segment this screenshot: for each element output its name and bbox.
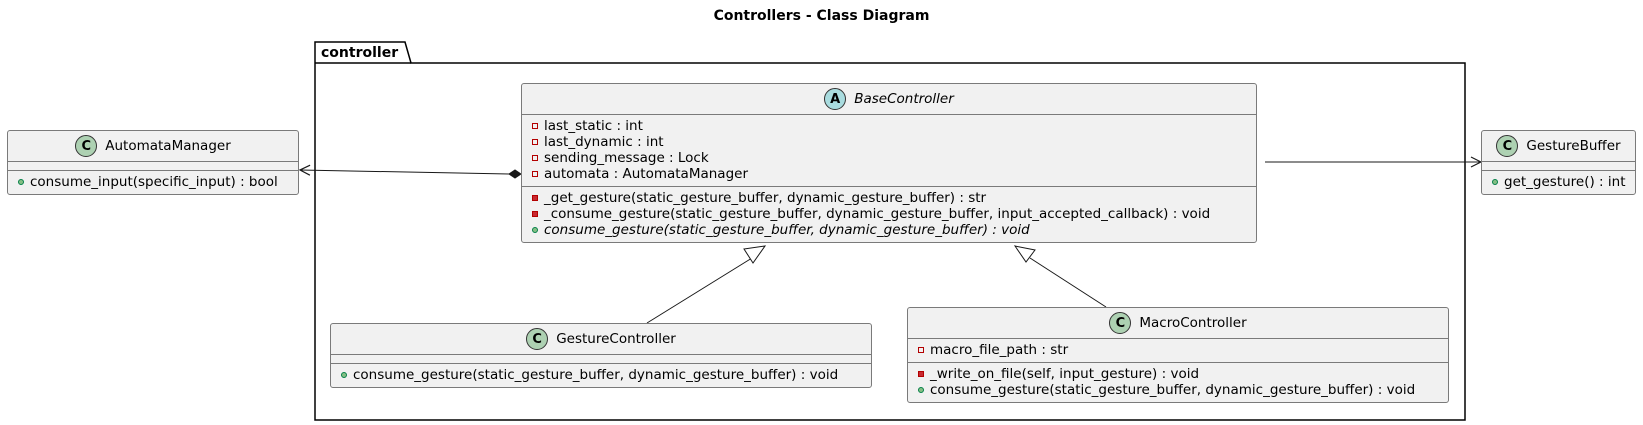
public-method-icon [1492,179,1498,185]
method-row: consume_gesture(static_gesture_buffer, d… [918,382,1442,398]
field-text: automata : AutomataManager [544,166,749,182]
field-text: macro_file_path : str [930,342,1069,358]
private-field-icon [532,171,538,177]
inheritance-edge-gesture-controller [646,257,753,324]
fields-section [8,162,298,171]
method-text: get_gesture() : int [1504,174,1626,190]
class-stereotype-icon: C [1496,135,1519,157]
abstract-method-text: consume_gesture(static_gesture_buffer, d… [544,222,1030,238]
composition-edge [300,170,510,174]
method-row: _consume_gesture(static_gesture_buffer, … [532,206,1250,222]
field-row: sending_message : Lock [532,150,1250,166]
package-frame [314,41,1466,421]
methods-section: consume_gesture(static_gesture_buffer, d… [331,364,871,387]
method-row: _get_gesture(static_gesture_buffer, dyna… [532,190,1250,206]
method-text: _write_on_file(self, input_gesture) : vo… [930,366,1200,382]
method-text: consume_gesture(static_gesture_buffer, d… [930,382,1416,398]
class-stereotype-icon: C [526,328,549,350]
field-row: macro_file_path : str [918,342,1442,358]
public-method-icon [918,387,924,393]
class-header: C MacroController [908,308,1448,339]
class-header: C GestureBuffer [1482,131,1635,162]
composition-diamond [508,169,522,179]
public-method-icon [18,179,24,185]
inheritance-triangle-gesture-controller [743,245,767,264]
package-label: controller [321,45,399,61]
class-name: MacroController [1139,315,1247,331]
diagram-title: Controllers - Class Diagram [713,8,930,24]
methods-section: get_gesture() : int [1482,171,1635,194]
abstract-stereotype-icon: A [824,88,847,110]
method-text: consume_input(specific_input) : bool [30,174,278,190]
private-method-icon [532,195,538,201]
method-row: get_gesture() : int [1492,174,1629,190]
class-stereotype-icon: C [75,135,98,157]
private-field-icon [532,155,538,161]
methods-section: _write_on_file(self, input_gesture) : vo… [908,363,1448,402]
method-text: consume_gesture(static_gesture_buffer, d… [353,367,839,383]
private-field-icon [532,123,538,129]
class-header: C GestureController [331,324,871,355]
class-name: BaseController [854,91,954,107]
fields-section [331,355,871,364]
method-text: _get_gesture(static_gesture_buffer, dyna… [544,190,987,206]
class-stereotype-icon: C [1109,312,1132,334]
method-row: consume_gesture(static_gesture_buffer, d… [341,367,865,383]
private-field-icon [918,347,924,353]
private-method-icon [918,371,924,377]
fields-section [1482,162,1635,171]
methods-section: _get_gesture(static_gesture_buffer, dyna… [522,187,1256,242]
class-name: GestureController [556,331,676,347]
field-row: last_static : int [532,118,1250,134]
private-method-icon [532,211,538,217]
inheritance-triangle-macro-controller [1013,245,1036,263]
class-header: A BaseController [522,84,1256,115]
inheritance-edge-macro-controller [1029,257,1107,308]
method-row: consume_gesture(static_gesture_buffer, d… [532,222,1250,238]
class-gesture-buffer[interactable]: C GestureBuffer get_gesture() : int [1481,130,1636,195]
fields-section: last_static : int last_dynamic : int sen… [522,115,1256,187]
public-method-icon [341,372,347,378]
fields-section: macro_file_path : str [908,339,1448,363]
field-row: automata : AutomataManager [532,166,1250,182]
methods-section: consume_input(specific_input) : bool [8,171,298,194]
field-row: last_dynamic : int [532,134,1250,150]
field-text: last_dynamic : int [544,134,664,150]
method-row: _write_on_file(self, input_gesture) : vo… [918,366,1442,382]
field-text: sending_message : Lock [544,150,709,166]
method-text: _consume_gesture(static_gesture_buffer, … [544,206,1211,222]
class-macro-controller[interactable]: C MacroController macro_file_path : str … [907,307,1449,403]
class-header: C AutomataManager [8,131,298,162]
method-row: consume_input(specific_input) : bool [18,174,292,190]
private-field-icon [532,139,538,145]
field-text: last_static : int [544,118,643,134]
class-gesture-controller[interactable]: C GestureController consume_gesture(stat… [330,323,872,388]
public-method-icon [532,227,538,233]
class-base-controller[interactable]: A BaseController last_static : int last_… [521,83,1257,243]
class-automata-manager[interactable]: C AutomataManager consume_input(specific… [7,130,299,195]
class-name: AutomataManager [105,138,231,154]
class-name: GestureBuffer [1526,138,1621,154]
